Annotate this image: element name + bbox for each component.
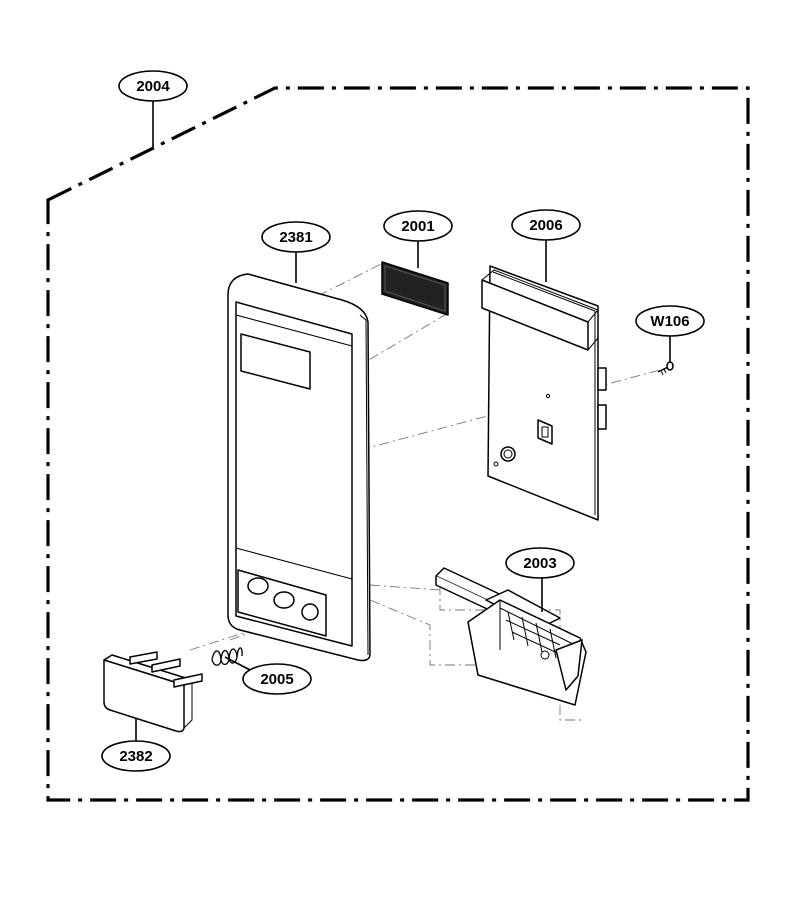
callout-2006: 2006 (511, 209, 581, 241)
callout-2381: 2381 (261, 221, 331, 253)
callout-2005: 2005 (242, 663, 312, 695)
callout-label-2001: 2001 (401, 218, 434, 235)
callout-label-2003: 2003 (523, 555, 556, 572)
control-pcb-2006 (481, 265, 607, 521)
callout-label-w106: W106 (650, 313, 689, 330)
callout-label-2381: 2381 (279, 229, 312, 246)
callout-2003: 2003 (505, 547, 575, 579)
callout-label-2004: 2004 (136, 78, 170, 95)
callout-w106: W106 (635, 305, 705, 337)
callout-label-2006: 2006 (529, 217, 562, 234)
callout-label-2005: 2005 (260, 671, 293, 688)
callout-2382: 2382 (101, 740, 171, 772)
push-button-2382 (103, 651, 203, 733)
display-window-2001 (381, 261, 449, 316)
leader-lines (135, 101, 671, 742)
callout-2001: 2001 (383, 210, 453, 242)
callout-2004: 2004 (118, 70, 188, 102)
door-latch-lever-2003 (435, 567, 587, 706)
control-panel-frame-2381 (227, 273, 371, 662)
callout-label-2382: 2382 (119, 748, 152, 765)
screw-w106 (657, 361, 674, 376)
assembly-boundary (46, 86, 750, 802)
